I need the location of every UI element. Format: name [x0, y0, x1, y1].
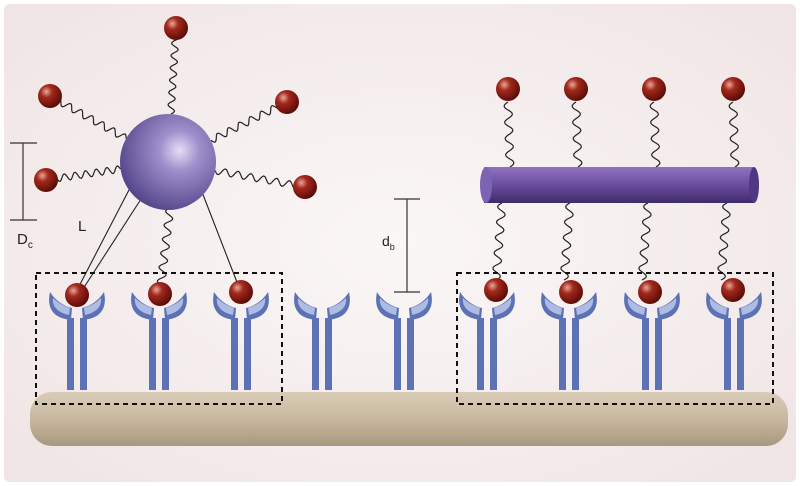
tether-19	[649, 101, 661, 168]
ligand-25	[642, 77, 666, 101]
ligand-24	[564, 77, 588, 101]
tether-20	[638, 202, 652, 281]
svg-text:db: db	[382, 233, 395, 252]
tether-17	[571, 101, 583, 168]
receptor-8	[624, 292, 680, 390]
receptor-4	[294, 292, 350, 390]
tether-2	[49, 95, 127, 139]
length-line-1	[74, 187, 131, 295]
binding-box-nanorod	[456, 272, 774, 405]
receptor-2	[131, 292, 187, 390]
ligand-9	[34, 168, 58, 192]
tether-1	[167, 27, 180, 115]
ligand-10	[275, 90, 299, 114]
nanoparticle-sphere	[120, 114, 216, 210]
nanorod	[480, 167, 759, 203]
tether-15	[503, 101, 515, 168]
ligand-8	[38, 84, 62, 108]
dc-subscript: c	[28, 240, 33, 251]
ligand-12	[65, 283, 89, 307]
length-line-3	[201, 191, 241, 291]
ligand-30	[721, 278, 745, 302]
tether-16	[492, 202, 506, 281]
dc-dimension-marker	[10, 142, 37, 221]
receptor-7	[541, 292, 597, 390]
db-subscript: b	[390, 242, 395, 252]
svg-text:Dc: Dc	[17, 231, 33, 251]
receptor-group	[49, 292, 762, 390]
nanoparticle-layer	[120, 114, 216, 210]
tether-6	[156, 207, 174, 293]
tether-3	[45, 165, 121, 184]
binding-box-nanoparticle	[35, 272, 283, 405]
length-line-2	[80, 195, 144, 293]
ligand-11	[293, 175, 317, 199]
ligand-26	[721, 77, 745, 101]
receptor-5	[376, 292, 432, 390]
background-panel	[4, 4, 796, 482]
receptor-3	[213, 292, 269, 390]
tether-4	[210, 99, 288, 143]
dc-label: D	[17, 231, 28, 248]
ligand-7	[164, 16, 188, 40]
substrate-surface	[30, 392, 788, 446]
tether-21	[728, 101, 740, 168]
db-dimension-marker	[394, 198, 420, 293]
db-label: d	[382, 233, 390, 249]
ligand-28	[559, 280, 583, 304]
receptor-1	[49, 292, 105, 390]
receptor-9	[706, 292, 762, 390]
tether-22	[717, 202, 731, 281]
ligand-29	[638, 280, 662, 304]
tether-18	[560, 202, 574, 281]
ligand-27	[484, 278, 508, 302]
tethered-ligand-group	[34, 16, 745, 307]
ligand-13	[148, 282, 172, 306]
tether-5	[214, 168, 306, 190]
ligand-23	[496, 77, 520, 101]
l-label: L	[78, 218, 86, 235]
ligand-14	[229, 280, 253, 304]
receptor-6	[459, 292, 515, 390]
